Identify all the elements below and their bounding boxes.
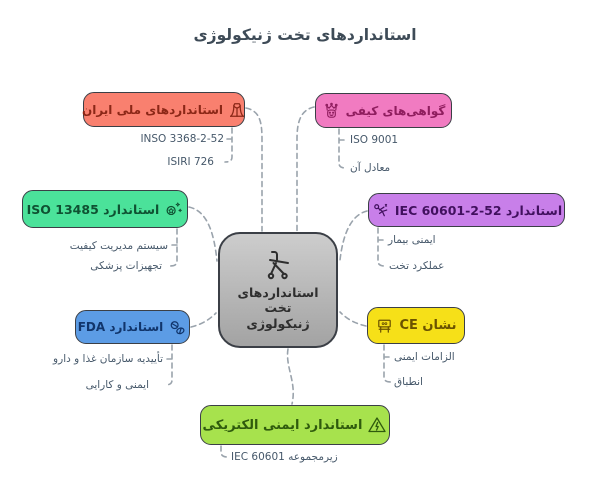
connector-iec-center bbox=[339, 210, 368, 261]
node-label: استاندارد IEC 60601-2-52 bbox=[394, 202, 563, 218]
connector-iso-center bbox=[188, 206, 218, 262]
connector-ce-center bbox=[339, 311, 367, 327]
node-quality-certificates[interactable]: گواهی‌های کیفی bbox=[315, 93, 452, 128]
connector-ce-subs bbox=[383, 344, 392, 383]
node-ce-mark[interactable]: نشان CE bbox=[367, 307, 465, 344]
connector-quality-center bbox=[296, 106, 315, 232]
sub-iec-60601-subset[interactable]: زیرمجموعه IEC 60601 bbox=[231, 451, 338, 463]
page-title: استانداردهای تخت ژنیکولوژی bbox=[193, 26, 417, 44]
connector-fda-subs bbox=[164, 344, 173, 386]
connector-quality-subs bbox=[338, 128, 347, 169]
connector-iran-subs bbox=[224, 127, 233, 163]
connector-electrical-center bbox=[286, 348, 294, 405]
node-label: استاندارد ISO 13485 bbox=[26, 201, 160, 217]
azadi-tower-icon bbox=[228, 101, 246, 119]
node-electrical-safety[interactable]: استاندارد ایمنی الکتریکی bbox=[200, 405, 390, 445]
center-label-line-1: استانداردهای bbox=[237, 284, 319, 300]
node-label: گواهی‌های کیفی bbox=[345, 103, 446, 118]
connector-iran-center bbox=[245, 107, 263, 232]
center-node-label: استانداردهای تخت ژنیکولوژی bbox=[238, 285, 319, 332]
pills-icon bbox=[168, 318, 187, 337]
center-label-line-3: ژنیکولوژی bbox=[246, 315, 310, 331]
crown-badge-icon bbox=[322, 101, 341, 120]
node-label: نشان CE bbox=[399, 318, 457, 333]
center-label-line-2: تخت bbox=[264, 300, 292, 316]
sub-isiri-726[interactable]: ISIRI 726 bbox=[167, 156, 214, 168]
sub-iso-9001[interactable]: ISO 9001 bbox=[350, 134, 399, 146]
node-iran-national-standards[interactable]: استانداردهای ملی ایران bbox=[81, 92, 246, 127]
sub-equivalent[interactable]: معادل آن bbox=[350, 162, 391, 174]
certificate-seal-icon bbox=[164, 200, 183, 219]
node-label: استاندارد ایمنی الکتریکی bbox=[202, 417, 363, 433]
sub-fda-approval[interactable]: تأییدیه سازمان غذا و دارو bbox=[53, 353, 163, 365]
sub-safety-efficacy[interactable]: ایمنی و کارایی bbox=[85, 379, 149, 391]
sub-bed-performance[interactable]: عملکرد تخت bbox=[389, 260, 445, 272]
center-node[interactable]: استانداردهای تخت ژنیکولوژی bbox=[218, 232, 338, 348]
node-iec-60601-2-52[interactable]: استاندارد IEC 60601-2-52 bbox=[368, 193, 565, 227]
sub-quality-mgmt-system[interactable]: سیستم مدیریت کیفیت bbox=[69, 240, 168, 252]
sub-safety-requirements[interactable]: الزامات ایمنی bbox=[394, 351, 455, 363]
ce-sign-icon bbox=[375, 316, 394, 335]
sub-patient-safety[interactable]: ایمنی بیمار bbox=[388, 234, 436, 246]
connector-fda-center bbox=[190, 312, 217, 328]
connector-iec-subs bbox=[377, 227, 386, 267]
sub-medical-equipment[interactable]: تجهیزات پزشکی bbox=[90, 260, 162, 272]
node-label: استانداردهای ملی ایران bbox=[81, 102, 224, 117]
node-label: استاندارد FDA bbox=[77, 320, 164, 334]
node-fda[interactable]: استاندارد FDA bbox=[75, 310, 190, 344]
connector-iso-subs bbox=[169, 228, 178, 267]
sub-inso-3368-2-52[interactable]: INSO 3368-2-52 bbox=[140, 133, 224, 145]
sub-conformity[interactable]: انطباق bbox=[394, 376, 423, 388]
connector-electrical-subs bbox=[220, 445, 229, 458]
gyn-chair-icon bbox=[260, 249, 296, 283]
node-iso-13485[interactable]: استاندارد ISO 13485 bbox=[22, 190, 188, 228]
patient-safety-icon bbox=[371, 201, 390, 220]
electrical-warning-icon bbox=[367, 415, 387, 435]
